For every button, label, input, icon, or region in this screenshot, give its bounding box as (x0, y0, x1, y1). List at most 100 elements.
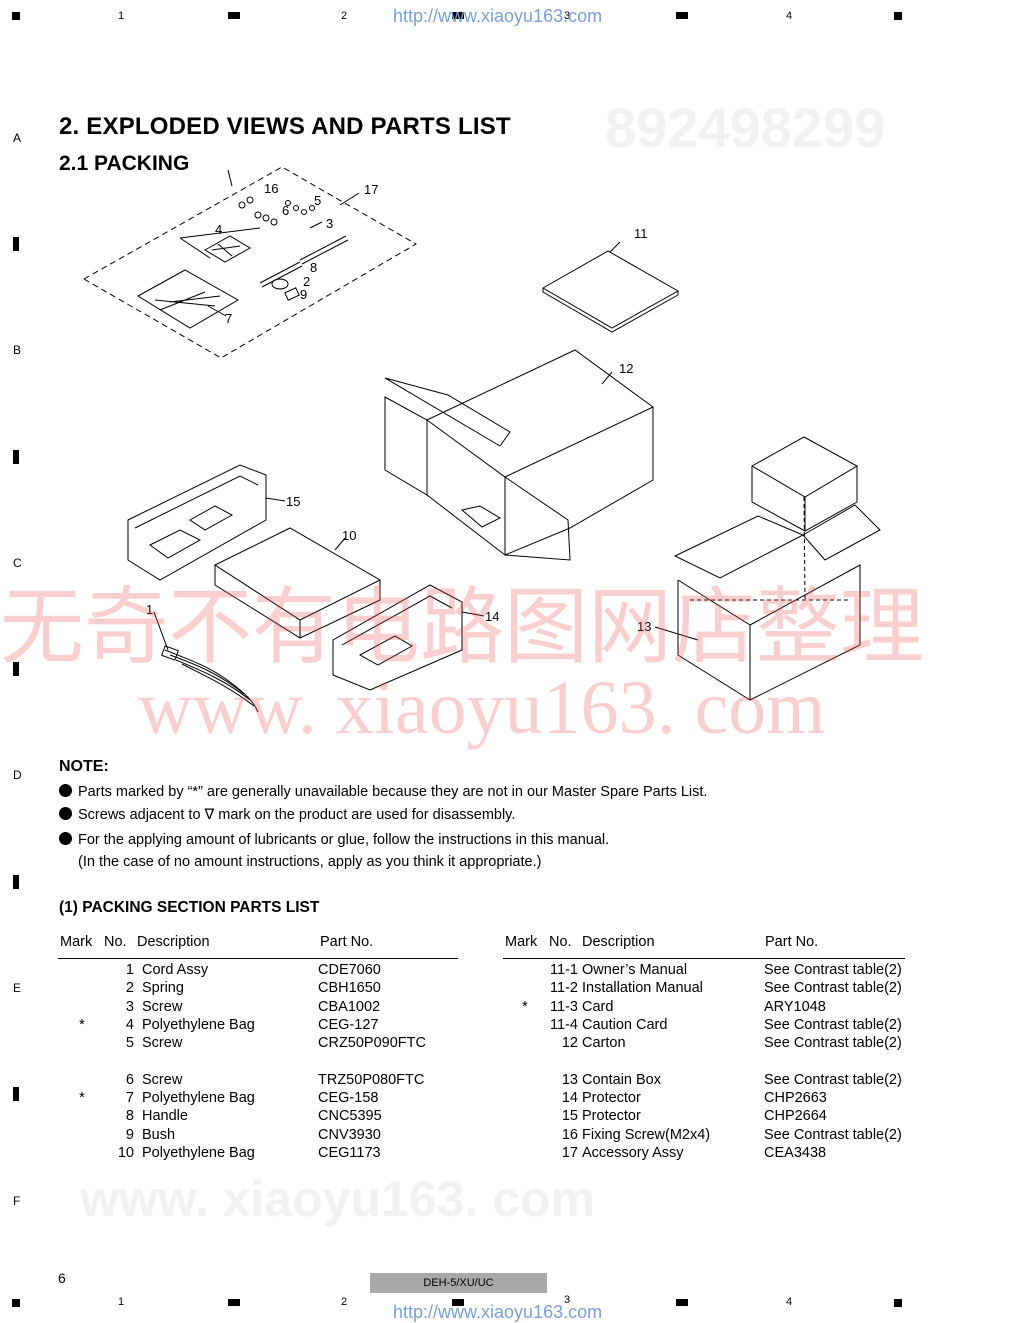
table-divider (58, 958, 458, 959)
mark-cell (505, 979, 545, 997)
ruler-mark (894, 1299, 902, 1307)
ruler-mark (12, 1299, 20, 1307)
description-cell: Installation Manual (582, 980, 703, 997)
row-letter: A (13, 131, 22, 145)
mark-cell (505, 1071, 545, 1089)
row-spacer (60, 1052, 458, 1070)
note-text: Parts marked by “*” are generally unavai… (78, 784, 708, 800)
bullet-icon (59, 832, 72, 845)
column-part-no: Part No. (320, 934, 374, 950)
no-cell: 12 (561, 1035, 578, 1052)
part-no-cell: CEG1173 (318, 1144, 381, 1161)
callout-13: 13 (637, 619, 651, 634)
column-mark: Mark (505, 934, 538, 950)
footer-url-watermark[interactable]: http://www.xiaoyu163.com (393, 1302, 603, 1322)
ruler-mark (452, 12, 464, 19)
part-no-cell: CEG-158 (318, 1090, 379, 1107)
note-continuation: (In the case of no amount instructions, … (78, 854, 542, 870)
no-cell: 13 (561, 1071, 578, 1088)
bullet-icon (59, 784, 72, 797)
mark-cell (505, 1144, 545, 1162)
callout-6: 6 (282, 203, 289, 218)
part-no-cell: CEA3438 (764, 1144, 827, 1161)
note-item: Screws adjacent to ∇ mark on the product… (59, 807, 515, 823)
no-cell: 11-1 (550, 962, 578, 978)
description-cell: Fixing Screw(M2x4) (582, 1126, 711, 1143)
no-cell: 3 (125, 998, 134, 1015)
no-cell: 8 (125, 1108, 134, 1125)
mark-cell (505, 961, 545, 979)
description-cell: Cord Assy (142, 962, 209, 978)
part-no-cell: TRZ50P080FTC (318, 1071, 425, 1088)
mark-cell (60, 998, 104, 1016)
description-cell: Caution Card (582, 1016, 668, 1033)
row-letter: C (13, 556, 22, 570)
ruler-number: 1 (118, 10, 125, 22)
page-title: 2. EXPLODED VIEWS AND PARTS LIST (59, 113, 511, 140)
note-item: For the applying amount of lubricants or… (59, 832, 609, 848)
description-cell: Protector (582, 1090, 641, 1107)
mark-cell (60, 979, 104, 997)
part-no-cell: CHP2663 (764, 1090, 827, 1107)
description-cell: Screw (142, 998, 183, 1015)
description-cell: Spring (142, 980, 184, 997)
unit-bag-10 (213, 527, 382, 639)
row-mark (13, 875, 19, 889)
mark-cell (505, 1034, 545, 1052)
ruler-mark (676, 12, 688, 19)
contain-box (673, 436, 881, 701)
callout-14: 14 (485, 609, 499, 624)
mark-cell: * (522, 998, 528, 1015)
part-no-cell: CBH1650 (318, 980, 381, 997)
mark-cell (60, 1126, 104, 1144)
ruler-number: 4 (786, 1296, 793, 1308)
mark-cell (505, 1126, 545, 1144)
ruler-mark (894, 12, 902, 20)
ruler-number: 2 (341, 10, 348, 22)
part-no-cell: See Contrast table(2) (764, 962, 902, 978)
description-cell: Screw (142, 1071, 183, 1088)
mark-cell (505, 1107, 545, 1125)
column-description: Description (582, 934, 655, 950)
callout-4: 4 (215, 222, 222, 237)
row-letter: F (13, 1194, 21, 1208)
no-cell: 11-3 (550, 998, 578, 1015)
section-title: 2.1 PACKING (59, 152, 190, 175)
description-cell: Polyethylene Bag (142, 1090, 255, 1107)
callout-12: 12 (619, 361, 633, 376)
row-mark (13, 1087, 19, 1101)
bag-4 (204, 235, 251, 263)
callout-11: 11 (634, 226, 648, 241)
protector-15 (127, 464, 267, 581)
gray-number-watermark: 892498299 (605, 96, 886, 159)
ruler-mark (12, 12, 20, 20)
callout-7: 7 (225, 311, 232, 326)
description-cell: Card (582, 998, 614, 1015)
row-mark (13, 662, 19, 676)
part-no-cell: CHP2664 (764, 1108, 827, 1125)
description-cell: Bush (142, 1126, 176, 1143)
ruler-number: 1 (118, 1296, 125, 1308)
header-url-watermark[interactable]: http://www.xiaoyu163.com (393, 6, 603, 26)
gray-url-watermark: www. xiaoyu163. com (80, 1171, 596, 1227)
bag-7 (137, 269, 240, 329)
accessory-assy-outline (82, 166, 417, 359)
part-no-cell: See Contrast table(2) (764, 980, 902, 997)
no-cell: 9 (125, 1126, 134, 1143)
column-mark: Mark (60, 934, 93, 950)
